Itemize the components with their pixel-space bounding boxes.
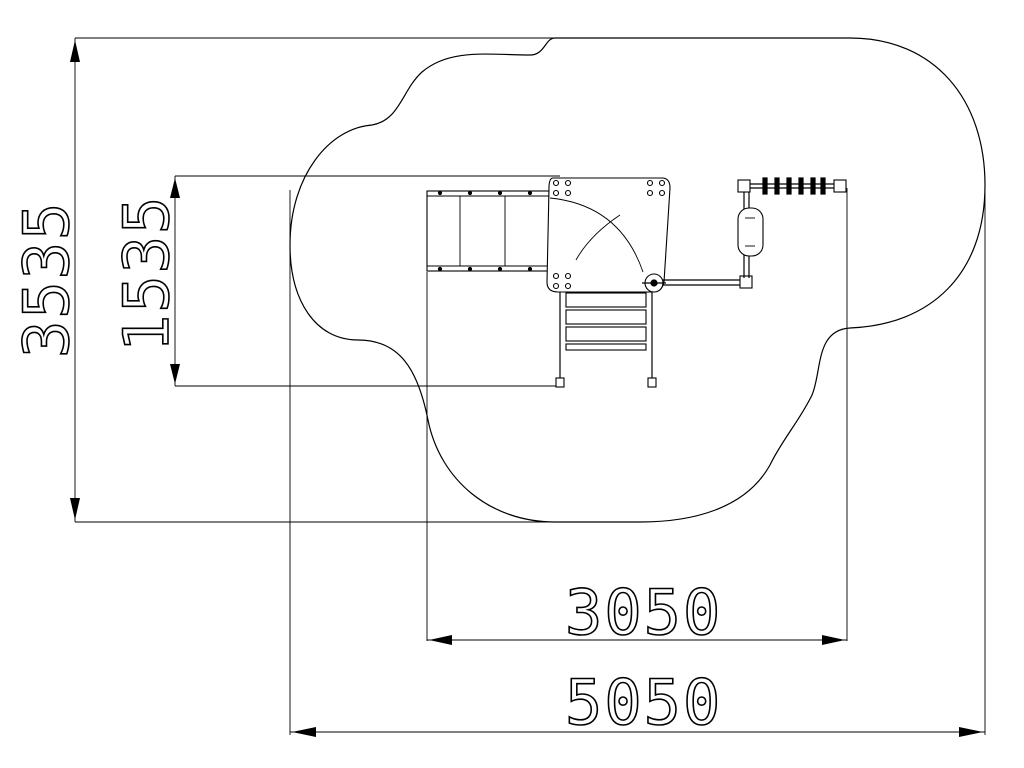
dimension-total-width: 5050	[289, 190, 986, 740]
dimension-3050-label: 3050	[565, 576, 722, 649]
dimension-1535-label: 1535	[110, 195, 183, 352]
connector-post	[642, 273, 666, 293]
dimension-5050-label: 5050	[565, 666, 722, 739]
top-rung-bar	[737, 177, 847, 195]
ladder-steps	[555, 292, 657, 388]
vertical-arm	[737, 190, 764, 278]
dimension-3535-label: 3535	[10, 201, 83, 358]
dimension-total-height: 3535	[9, 37, 555, 523]
safety-zone-outline	[289, 37, 986, 523]
main-platform	[546, 177, 671, 293]
horizontal-bar	[662, 275, 753, 289]
dimension-structure-width: 3050	[426, 188, 848, 650]
playground-equipment	[426, 177, 847, 388]
dimension-structure-height: 1535	[109, 175, 560, 387]
climbing-ramp	[426, 190, 550, 272]
